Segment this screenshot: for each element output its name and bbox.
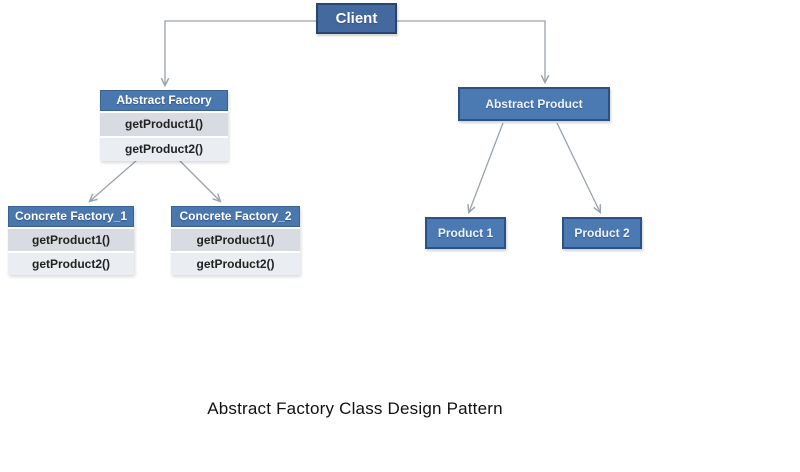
client-node: Client — [316, 3, 397, 34]
concrete-factory-1-title: Concrete Factory_1 — [8, 206, 134, 227]
concrete-factory-1-method-2: getProduct2() — [8, 253, 134, 275]
abstract-factory-title: Abstract Factory — [100, 90, 228, 111]
arrow-abstract-product-to-product-2 — [556, 122, 600, 212]
concrete-factory-1-method-1: getProduct1() — [8, 229, 134, 251]
arrow-abstract-factory-to-concrete-factory-1 — [90, 159, 138, 201]
abstract-product-node: Abstract Product — [458, 87, 610, 121]
arrow-abstract-product-to-product-1 — [469, 122, 504, 212]
abstract-product-label: Abstract Product — [485, 97, 583, 111]
concrete-factory-2-method-2: getProduct2() — [171, 253, 300, 275]
concrete-factory-1-node: Concrete Factory_1 getProduct1() getProd… — [8, 206, 134, 275]
product-1-node: Product 1 — [425, 217, 506, 249]
product-2-label: Product 2 — [574, 226, 630, 240]
diagram-caption: Abstract Factory Class Design Pattern — [207, 399, 503, 418]
product-2-node: Product 2 — [562, 217, 642, 249]
abstract-factory-node: Abstract Factory getProduct1() getProduc… — [100, 90, 228, 161]
product-1-label: Product 1 — [437, 226, 494, 240]
arrow-abstract-factory-to-concrete-factory-2 — [178, 159, 220, 201]
concrete-factory-2-title: Concrete Factory_2 — [171, 206, 300, 227]
arrow-client-to-abstract-product — [397, 20, 545, 82]
concrete-factory-2-node: Concrete Factory_2 getProduct1() getProd… — [171, 206, 300, 275]
abstract-factory-method-2: getProduct2() — [100, 138, 228, 161]
concrete-factory-2-method-1: getProduct1() — [171, 229, 300, 251]
client-label: Client — [335, 10, 378, 27]
arrow-client-to-abstract-factory — [165, 20, 316, 85]
abstract-factory-method-1: getProduct1() — [100, 113, 228, 136]
